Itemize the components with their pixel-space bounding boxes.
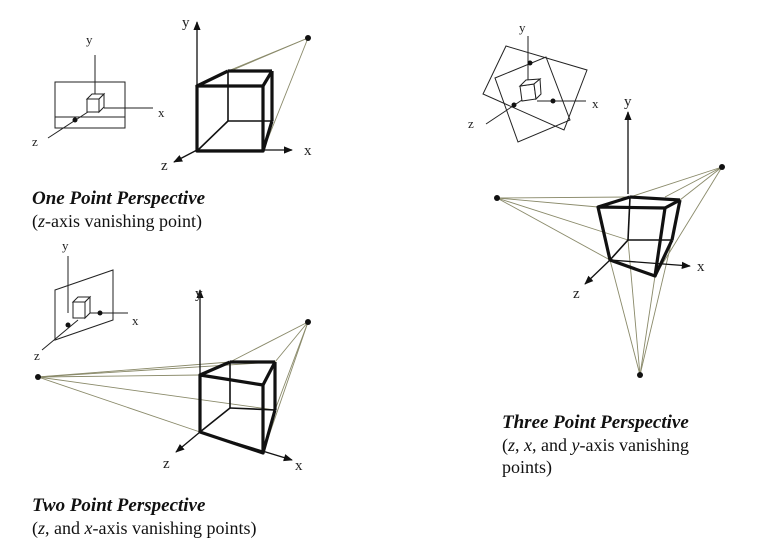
three-point-subtitle-line2: points) <box>502 457 553 477</box>
axis-label-z: z <box>161 158 168 174</box>
axis-label-x: x <box>304 143 312 159</box>
two-point-small-schematic: y x z <box>34 238 139 363</box>
two-point-title: Two Point Perspective <box>32 495 206 516</box>
one-point-title: One Point Perspective <box>32 188 206 209</box>
axis-label-y: y <box>62 238 69 253</box>
axis-label-x: x <box>132 313 139 328</box>
axis-label-x: x <box>295 458 303 474</box>
axis-label-z: z <box>163 456 170 472</box>
three-point-cube: y x z <box>494 94 725 378</box>
axis-label-x: x <box>697 259 705 275</box>
three-point-caption: Three Point Perspective (z, x, and y-axi… <box>502 412 689 478</box>
axis-label-z: z <box>573 286 580 302</box>
axis-label-z: z <box>468 116 474 131</box>
one-point-caption: One Point Perspective (z-axis vanishing … <box>32 188 205 232</box>
one-point-subtitle: (z-axis vanishing point) <box>32 211 202 231</box>
two-point-cube: y x z <box>35 286 311 474</box>
axis-label-x: x <box>592 96 599 111</box>
axis-label-y: y <box>195 286 203 302</box>
axis-label-x: x <box>158 105 165 120</box>
three-point-subtitle-line1: (z, x, and y-axis vanishing <box>502 435 690 455</box>
one-point-cube: y x z <box>161 15 312 174</box>
three-point-title: Three Point Perspective <box>502 412 689 433</box>
axis-label-y: y <box>86 32 93 47</box>
two-point-subtitle: (z, and x-axis vanishing points) <box>32 518 257 538</box>
three-point-small-schematic: y x z <box>468 20 599 143</box>
axis-label-z: z <box>32 134 38 149</box>
axis-label-y: y <box>624 94 632 110</box>
one-point-small-schematic: y x z <box>32 32 165 149</box>
two-point-caption: Two Point Perspective (z, and x-axis van… <box>32 495 257 539</box>
axis-label-y: y <box>519 20 526 35</box>
axis-label-y: y <box>182 15 190 31</box>
axis-label-z: z <box>34 348 40 363</box>
